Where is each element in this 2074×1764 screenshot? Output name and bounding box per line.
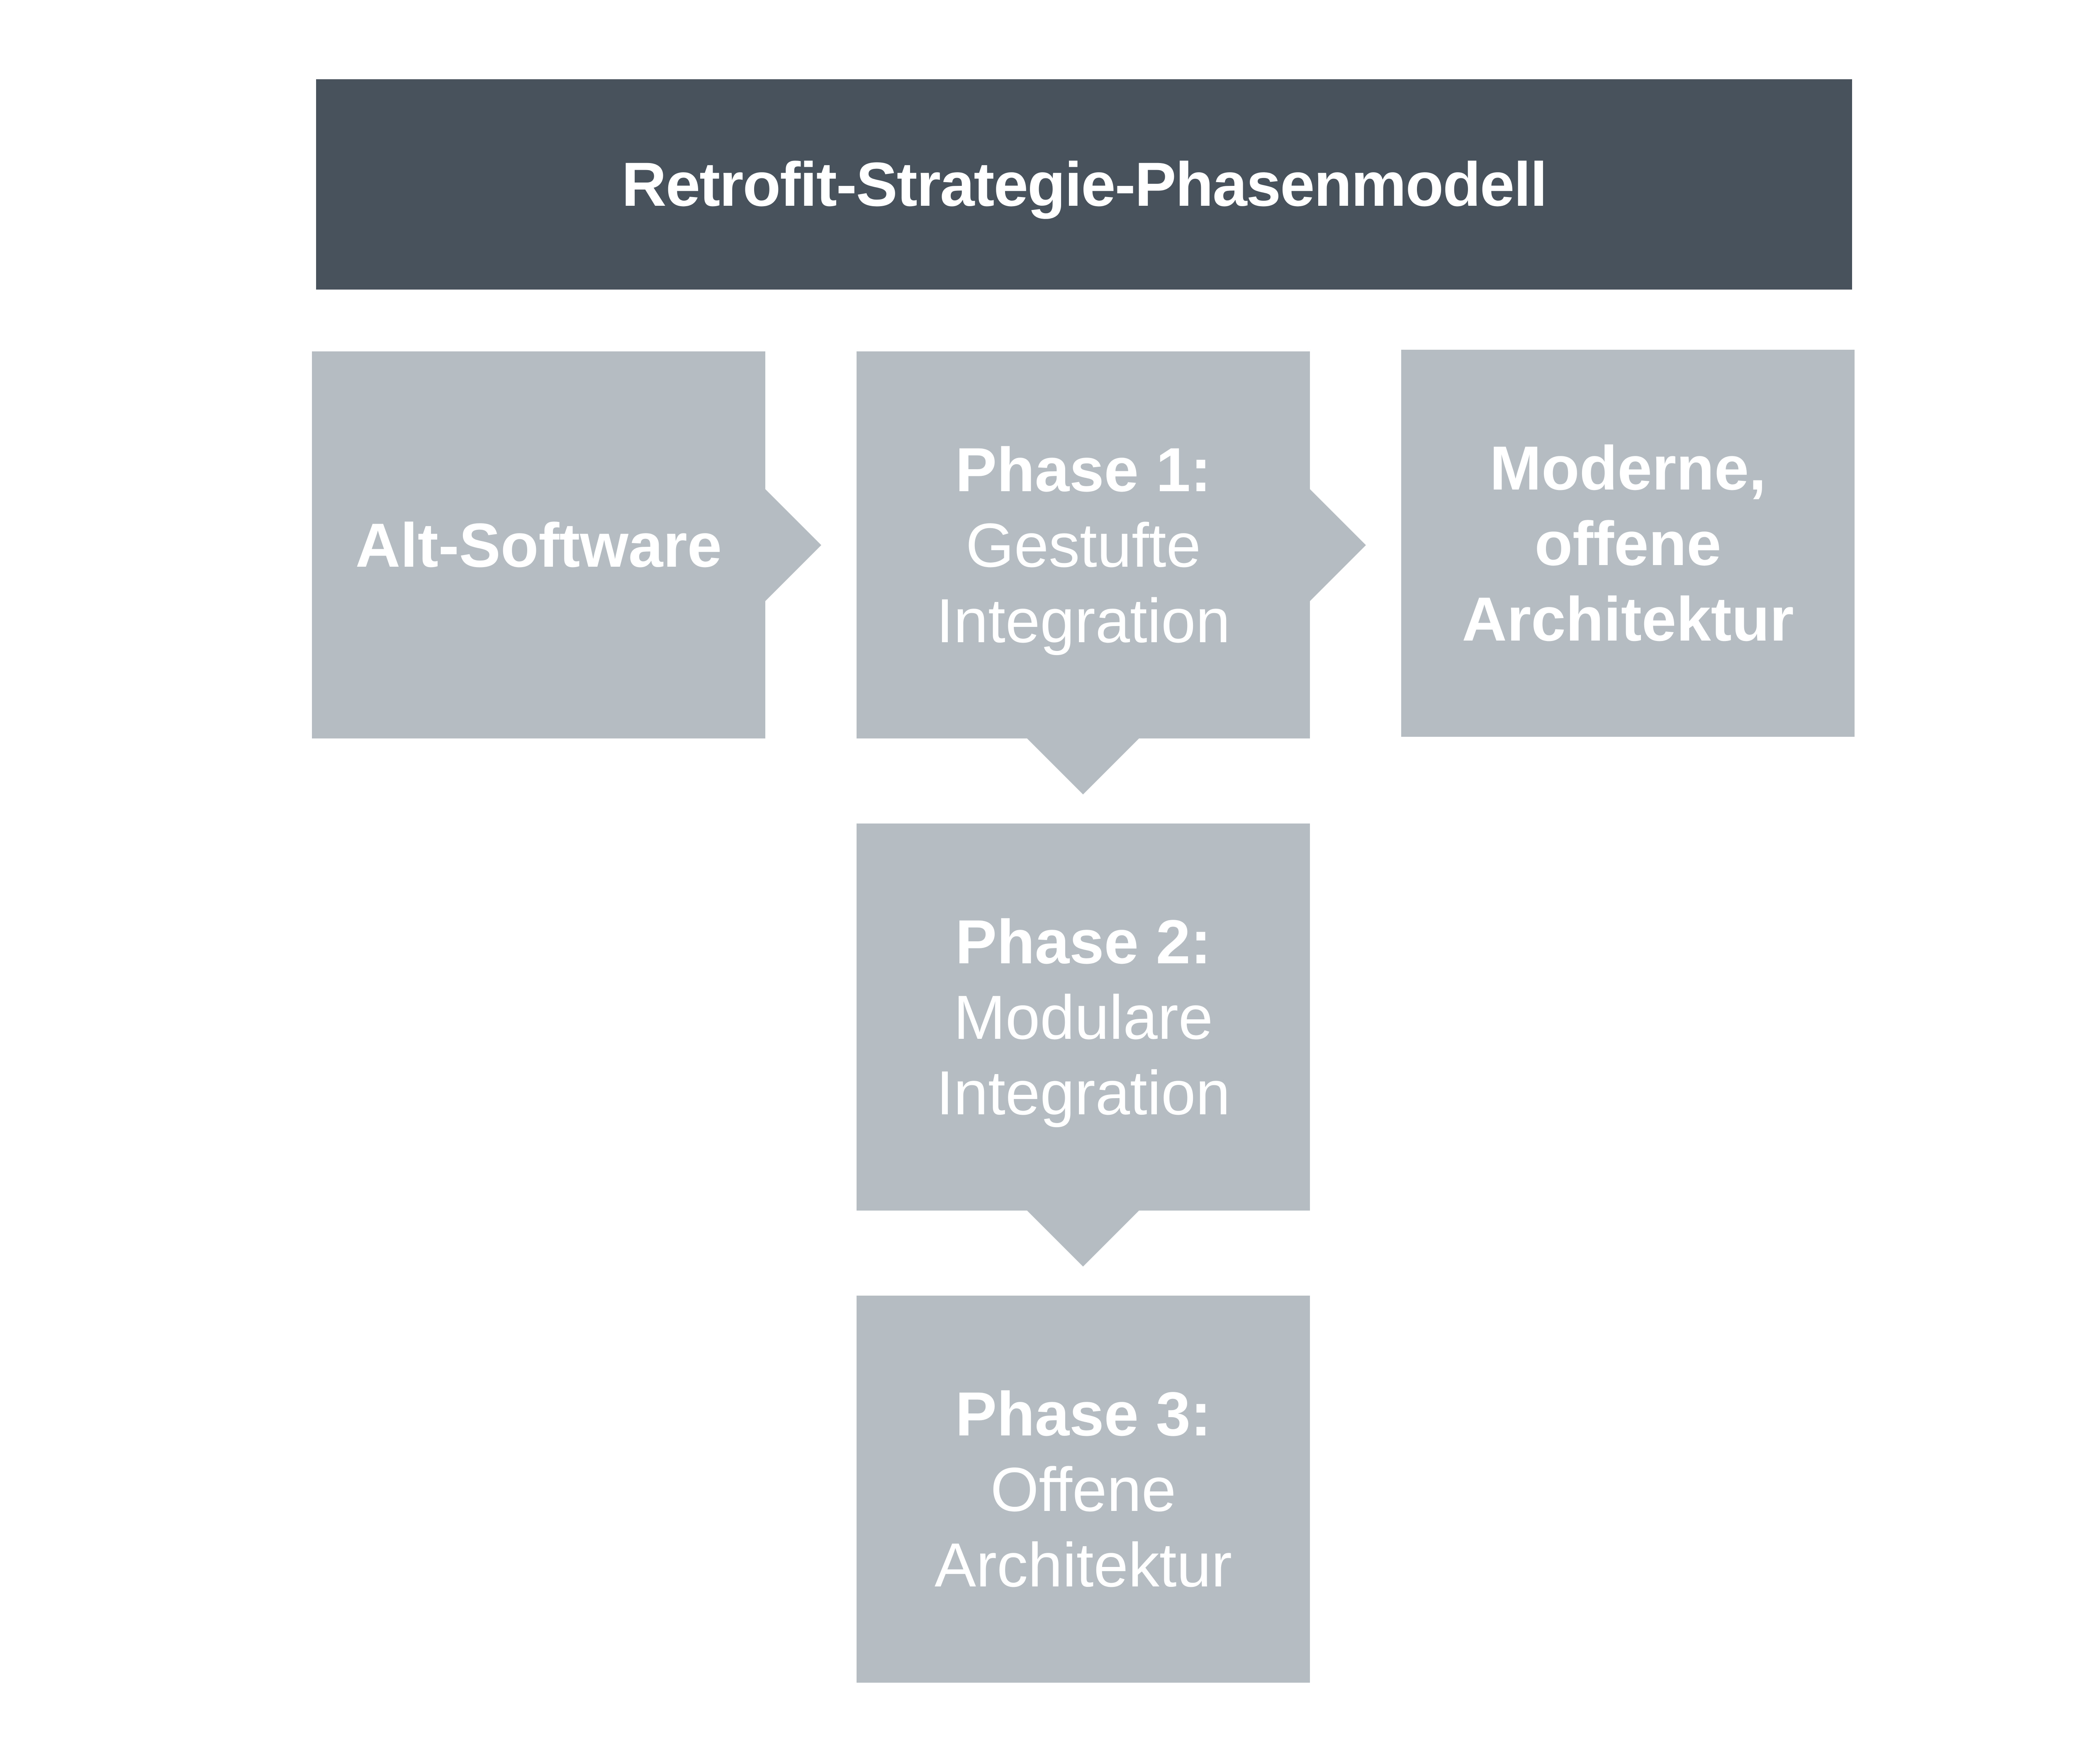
arrow-phase1-to-phase2 [1027, 738, 1139, 794]
box-phase-3-line-1: Offene [990, 1454, 1176, 1524]
box-phase-3-heading: Phase 3: [955, 1379, 1211, 1449]
arrow-alt-to-phase1 [765, 489, 821, 601]
box-phase-1-line-1: Gestufte [966, 510, 1201, 580]
diagram-title: Retrofit-Strategie-Phasenmodell [316, 79, 1852, 290]
box-phase-2-heading: Phase 2: [955, 906, 1211, 977]
box-phase-2-line-1: Modulare [953, 982, 1213, 1052]
box-phase-2: Phase 2: Modulare Integration [857, 824, 1310, 1211]
box-phase-3: Phase 3: Offene Architektur [857, 1296, 1310, 1683]
box-phase-1: Phase 1: Gestufte Integration [857, 351, 1310, 738]
box-moderne-architektur: Moderne, offene Architektur [1401, 350, 1855, 737]
box-phase-1-line-2: Integration [936, 585, 1230, 655]
box-phase-2-line-2: Integration [936, 1057, 1230, 1128]
box-moderne-line-1: Moderne, [1490, 433, 1766, 503]
box-moderne-line-3: Architektur [1462, 584, 1794, 654]
arrow-phase1-to-moderne [1310, 489, 1366, 601]
arrow-phase2-to-phase3 [1027, 1211, 1139, 1267]
box-alt-software: Alt-Software [312, 351, 765, 738]
box-moderne-line-2: offene [1534, 508, 1721, 578]
box-phase-3-line-2: Architektur [935, 1530, 1232, 1600]
box-alt-software-label: Alt-Software [355, 510, 722, 580]
diagram-title-text: Retrofit-Strategie-Phasenmodell [621, 149, 1547, 219]
box-phase-1-heading: Phase 1: [955, 434, 1211, 504]
